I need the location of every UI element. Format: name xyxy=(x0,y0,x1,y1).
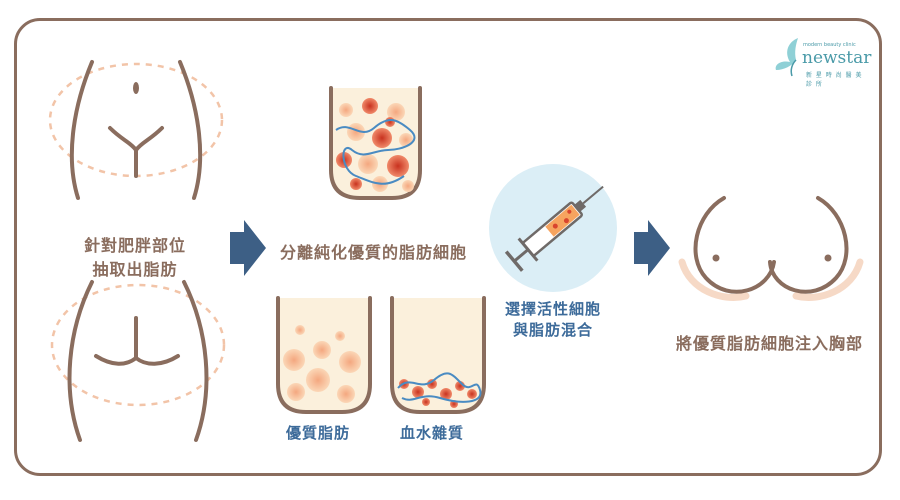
tube-mixed xyxy=(329,86,422,200)
step1-label-line2: 抽取出脂肪 xyxy=(92,260,178,279)
step3-label-line2: 與脂肪混合 xyxy=(512,321,593,339)
breast-illustration xyxy=(678,196,864,301)
logo-subtitle: 新 星 時 尚 醫 美 診 所 xyxy=(806,72,863,88)
tube-impurities xyxy=(390,296,486,414)
step4-label: 將優質脂肪細胞注入胸部 xyxy=(676,334,864,353)
diagram-frame xyxy=(14,18,882,476)
step3-label-line1: 選擇活性細胞 xyxy=(504,300,601,318)
arrow-1-icon xyxy=(230,220,266,276)
step3-label: 選擇活性細胞 與脂肪混合 xyxy=(495,298,611,340)
abdomen-illustration xyxy=(48,60,224,200)
step1-label-line1: 針對肥胖部位 xyxy=(83,236,186,255)
logo-tagline: modern beauty clinic xyxy=(803,42,856,48)
tube-right-label: 血水雜質 xyxy=(400,424,465,442)
tube-left-label: 優質脂肪 xyxy=(286,424,351,442)
arrow-2-icon xyxy=(634,220,670,276)
buttocks-illustration xyxy=(50,280,226,442)
navel xyxy=(133,82,139,94)
step1-label: 針對肥胖部位 抽取出脂肪 xyxy=(64,232,206,280)
syringe-illustration xyxy=(489,164,617,292)
tube-quality-fat xyxy=(276,296,372,414)
logo-brand: newstar xyxy=(802,48,872,68)
butterfly-logo-icon xyxy=(775,38,798,77)
clinic-logo: modern beauty clinic newstar 新 星 時 尚 醫 美… xyxy=(770,34,872,88)
step2-label: 分離純化優質的脂肪細胞 xyxy=(280,243,468,262)
